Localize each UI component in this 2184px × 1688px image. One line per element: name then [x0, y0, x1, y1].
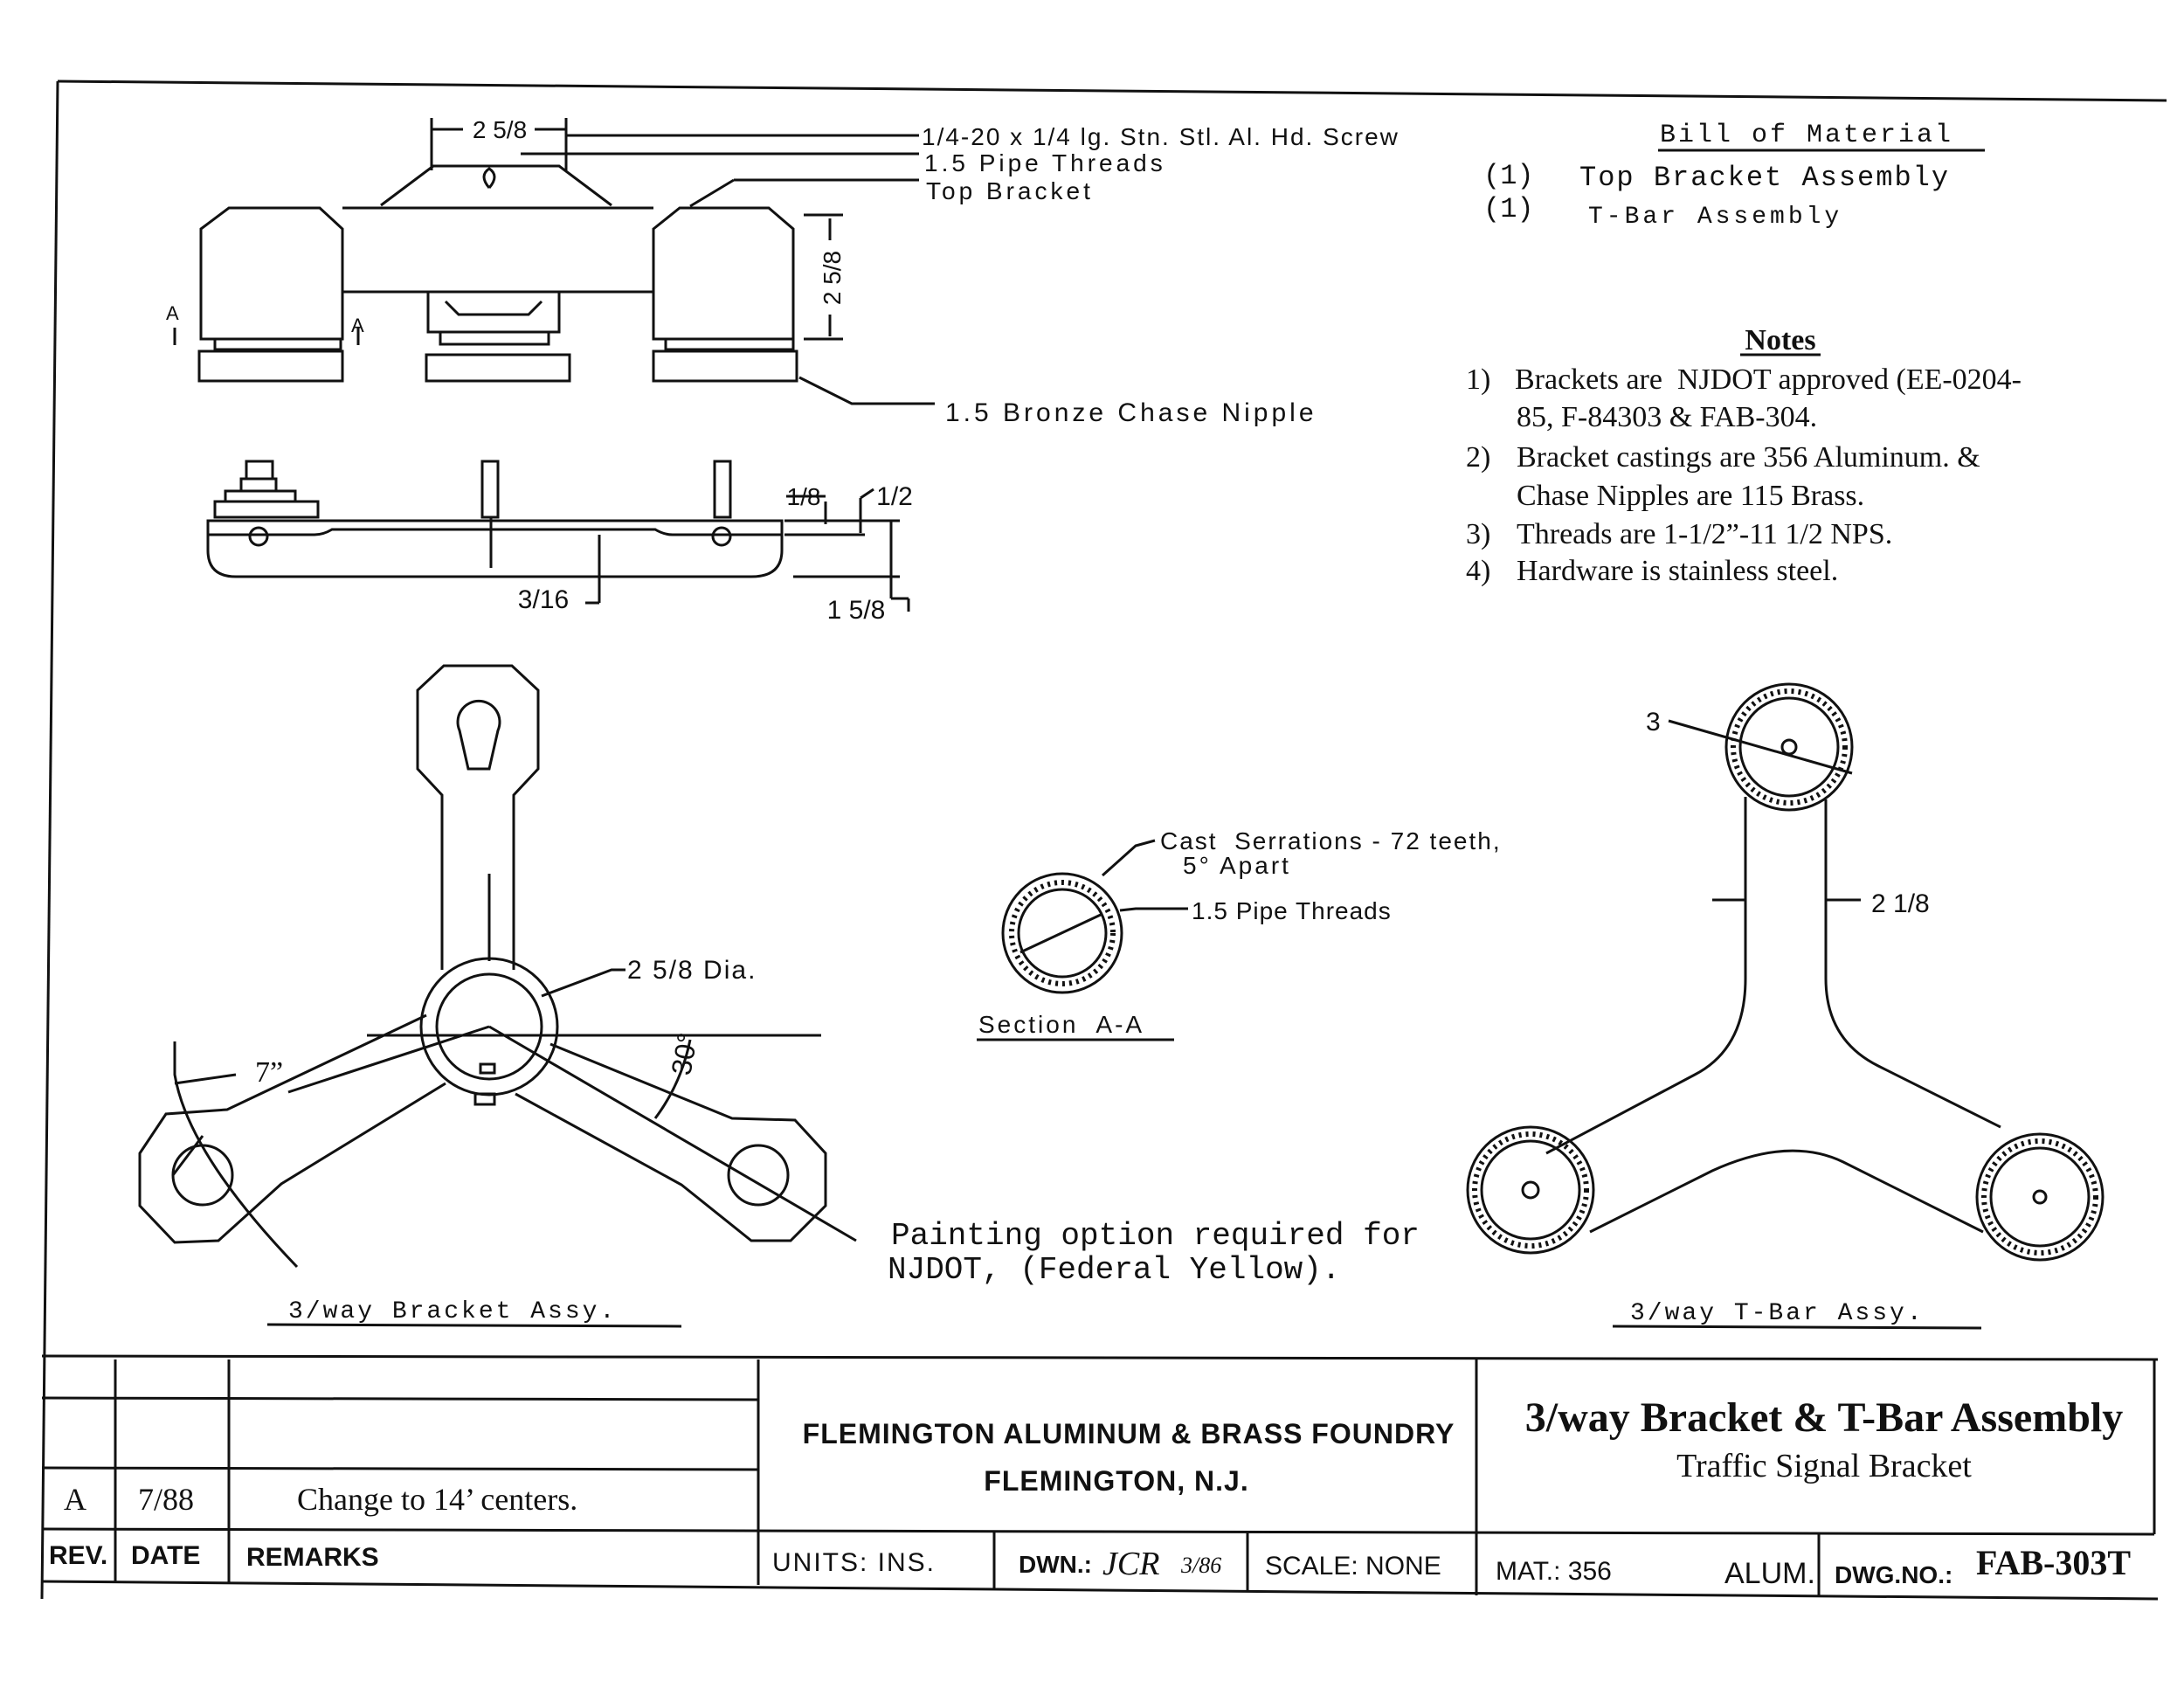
note-1-line-1: Brackets are NJDOT approved (EE-0204-: [1515, 363, 2022, 396]
screw-callout: 1/4-20 x 1/4 lg. Stn. Stl. Al. Hd. Screw: [922, 123, 1400, 150]
dwg-no-label: DWG.NO.:: [1835, 1561, 1952, 1588]
side-dim-3-16: 3/16: [518, 585, 569, 614]
top-bracket-callout: Top Bracket: [926, 177, 1094, 204]
note-4-num: 4): [1466, 555, 1490, 587]
sheet-border: [40, 80, 2167, 1600]
side-dim-1-5-8: 1 5/8: [827, 596, 886, 625]
title-block: [41, 1359, 2159, 1601]
note-1-num: 1): [1466, 363, 1490, 396]
bracket-dia-dim: 2 5/8 Dia.: [627, 956, 757, 985]
material-field: MAT.: 356: [1496, 1557, 1612, 1586]
bom-item-2-name: T-Bar Assembly: [1588, 204, 1842, 231]
drawn-by: JCR: [1102, 1546, 1159, 1582]
bracket-reach-dim: 7”: [255, 1056, 283, 1089]
section-caption: Section A-A: [978, 1011, 1144, 1038]
material-type: ALUM.: [1724, 1557, 1815, 1590]
tbar-dim-3: 3: [1646, 708, 1661, 737]
col-date-label: DATE: [131, 1541, 200, 1570]
drawing-subtitle: Traffic Signal Bracket: [1676, 1448, 1972, 1484]
note-3-num: 3): [1466, 518, 1490, 550]
tbar-width-dim: 2 1/8: [1871, 889, 1930, 918]
bom-item-1-qty: (1): [1483, 160, 1534, 192]
revision-code: A: [64, 1482, 86, 1517]
bom-title: Bill of Material: [1660, 121, 1953, 150]
bracket-angle-dim: 30°: [665, 1030, 703, 1077]
units-field: UNITS: INS.: [772, 1548, 936, 1577]
bom-item-2-qty: (1): [1483, 193, 1534, 225]
tbar-caption-underline: [1612, 1325, 1982, 1330]
dwg-no: FAB-303T: [1976, 1543, 2131, 1582]
note-2-num: 2): [1466, 441, 1490, 474]
top-bracket-side-view: [206, 460, 910, 612]
notes: Notes 1) Brackets are NJDOT approved (EE…: [1466, 324, 2022, 587]
section-threads-callout: 1.5 Pipe Threads: [1192, 897, 1392, 924]
section-mark-right: A: [351, 315, 364, 336]
col-rev-label: REV.: [49, 1541, 107, 1570]
top-width-dim: 2 5/8: [473, 116, 527, 143]
bracket-caption: 3/way Bracket Assy.: [288, 1298, 617, 1325]
note-1-line-2: 85, F-84303 & FAB-304.: [1517, 401, 1817, 433]
bronze-nipple-callout: 1.5 Bronze Chase Nipple: [945, 398, 1317, 427]
section-a-a-view: [1001, 839, 1188, 994]
bill-of-material: Bill of Material (1) Top Bracket Assembl…: [1483, 121, 1985, 231]
scale-field: SCALE: NONE: [1265, 1552, 1441, 1581]
revision-date: 7/88: [138, 1482, 194, 1517]
note-2-line-2: Chase Nipples are 115 Brass.: [1517, 480, 1864, 512]
top-bracket-top-view: [173, 118, 935, 405]
painting-note-line-1: Painting option required for: [891, 1218, 1420, 1254]
top-height-dim: 2 5/8: [819, 251, 846, 305]
side-dim-1-8: 1/8: [787, 483, 821, 510]
col-remarks-label: REMARKS: [246, 1543, 379, 1572]
drawing-title: 3/way Bracket & T-Bar Assembly: [1525, 1394, 2123, 1441]
drawn-label: DWN.:: [1019, 1551, 1092, 1578]
revision-remarks: Change to 14’ centers.: [297, 1482, 577, 1517]
section-mark-left: A: [166, 302, 179, 324]
company-location: FLEMINGTON, N.J.: [984, 1465, 1248, 1497]
company-name: FLEMINGTON ALUMINUM & BRASS FOUNDRY: [803, 1418, 1455, 1449]
side-dim-1-2: 1/2: [876, 482, 913, 511]
note-2-line-1: Bracket castings are 356 Aluminum. &: [1517, 441, 1980, 474]
bom-item-1-name: Top Bracket Assembly: [1579, 162, 1950, 194]
pipe-threads-callout: 1.5 Pipe Threads: [924, 149, 1166, 176]
note-3-line-1: Threads are 1-1/2”-11 1/2 NPS.: [1517, 518, 1892, 550]
bracket-caption-underline: [266, 1323, 682, 1328]
tbar-caption: 3/way T-Bar Assy.: [1630, 1300, 1925, 1327]
notes-title: Notes: [1745, 324, 1815, 356]
drawn-date: 3/86: [1180, 1553, 1221, 1578]
three-way-tbar-view: [1466, 682, 2105, 1262]
serrations-callout-line-1: Cast Serrations - 72 teeth,: [1160, 827, 1502, 854]
three-way-bracket-view: [138, 664, 857, 1269]
serrations-callout-line-2: 5° Apart: [1183, 852, 1291, 879]
painting-note-line-2: NJDOT, (Federal Yellow).: [888, 1252, 1340, 1288]
note-4-line-1: Hardware is stainless steel.: [1517, 555, 1838, 587]
